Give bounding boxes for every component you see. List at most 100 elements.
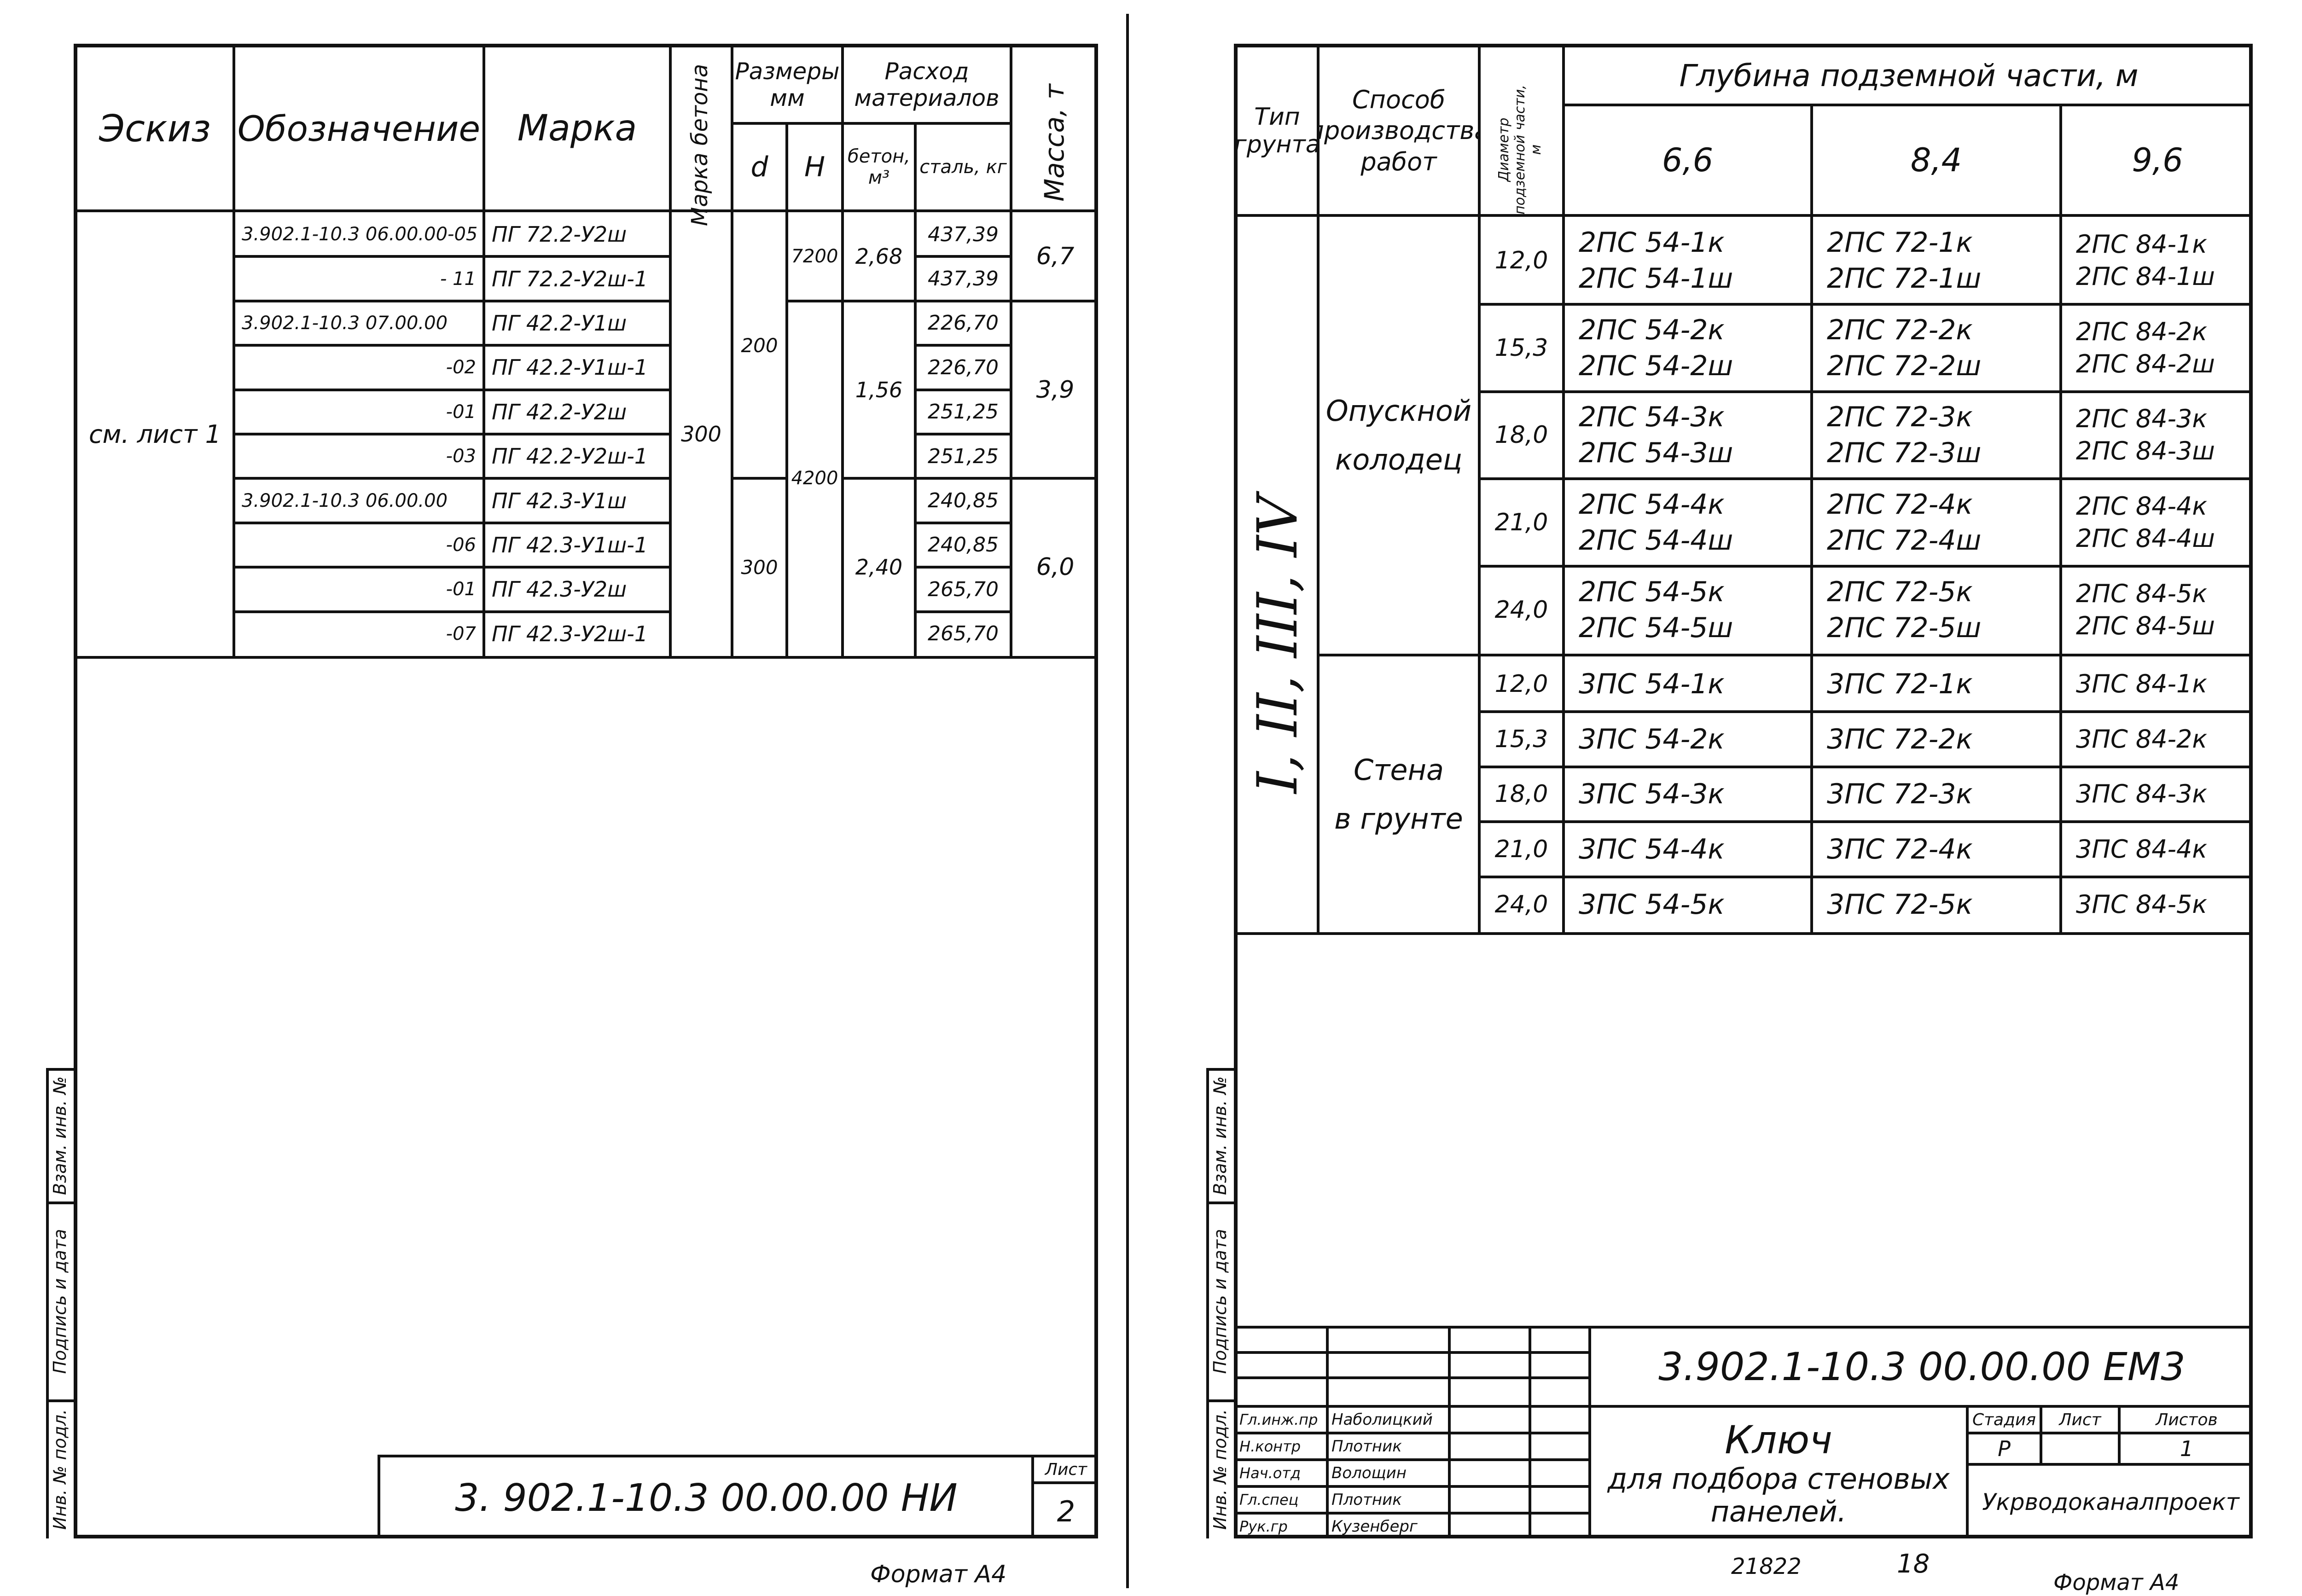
panel-mark-cell: 3ПС 72-3к <box>1813 767 2059 822</box>
method-slurry-wall: Стена в грунте <box>1320 656 1478 932</box>
panel-mark: 2ПС 84-1к <box>2076 229 2208 259</box>
panel-mark: 3ПС 54-5к <box>1579 888 1725 921</box>
panel-mark: 2ПС 72-5к <box>1827 576 1973 609</box>
panel-mark: 3ПС 72-5к <box>1827 888 1973 921</box>
concrete-volume-cell: 1,56 <box>855 377 903 402</box>
diameter-value: 24,0 <box>1494 596 1548 624</box>
left-side-label-inventory: Инв. № подл. <box>50 1409 70 1530</box>
mass-cell: 3,9 <box>1036 376 1075 404</box>
sheets-label: Листов <box>2156 1410 2218 1429</box>
drawing-title-line1: Ключ <box>1725 1417 1832 1463</box>
panel-mark-cell: 3ПС 84-3к <box>2062 767 2253 822</box>
panel-mark-cell: 3ПС 84-2к <box>2062 712 2253 767</box>
panel-mark: 2ПС 54-4ш <box>1579 524 1733 557</box>
panel-mark-cell: 3ПС 72-1к <box>1813 656 2059 712</box>
panel-mark: 3ПС 84-5к <box>2076 889 2208 919</box>
designation-cell: -03 <box>446 446 476 467</box>
mass-cell: 6,0 <box>1036 553 1075 581</box>
sketch-reference: см. лист 1 <box>88 419 221 449</box>
header-depth-9-6: 9,6 <box>2132 141 2183 179</box>
designation-cell: -07 <box>446 623 476 644</box>
panel-mark: 2ПС 72-2ш <box>1827 349 1982 382</box>
panel-mark-cell: 3ПС 84-5к <box>2062 877 2253 932</box>
steel-cell: 226,70 <box>928 355 999 379</box>
title-block-name: Плотник <box>1331 1437 1402 1456</box>
right-bottom-page: 18 <box>1897 1549 1930 1579</box>
mark-cell: ПГ 42.3-У2ш-1 <box>492 621 648 646</box>
drawing-title-line2: для подбора стеновых <box>1607 1462 1950 1496</box>
panel-mark: 2ПС 54-5ш <box>1579 612 1733 644</box>
designation-cell: -06 <box>446 534 476 556</box>
drawing-title: Ключ для подбора стеновых панелей. <box>1591 1408 1966 1538</box>
panel-mark: 3ПС 54-4к <box>1579 833 1725 866</box>
steel-cell: 240,85 <box>928 533 999 557</box>
panel-mark: 2ПС 84-5к <box>2076 579 2208 608</box>
header-sketch: Эскиз <box>99 107 211 150</box>
diameter-d-cell: 200 <box>741 334 778 357</box>
right-side-label-inventory: Инв. № подл. <box>1210 1409 1230 1530</box>
left-side-label-signature: Подпись и дата <box>50 1229 70 1374</box>
mark-cell: ПГ 42.3-У2ш <box>492 577 627 602</box>
diameter-value: 18,0 <box>1494 421 1548 449</box>
mass-cell: 6,7 <box>1036 243 1075 271</box>
title-block-name: Кузенберг <box>1331 1517 1418 1536</box>
right-format: Формат А4 <box>2053 1570 2180 1596</box>
panel-mark-cell: 3ПС 72-2к <box>1813 712 2059 767</box>
left-format: Формат А4 <box>870 1561 1007 1588</box>
steel-cell: 251,25 <box>928 400 999 424</box>
title-block-role: Гл.спец <box>1239 1491 1299 1509</box>
steel-cell: 265,70 <box>928 577 999 601</box>
diameter-value: 21,0 <box>1494 836 1548 864</box>
header-h: H <box>804 151 825 183</box>
diameter-value: 15,3 <box>1494 334 1548 362</box>
designation-cell: - 11 <box>440 268 476 290</box>
panel-mark: 2ПС 72-2к <box>1827 313 1973 346</box>
header-steel-kg: сталь, кг <box>919 157 1007 178</box>
panel-mark: 2ПС 54-5к <box>1579 576 1725 609</box>
steel-cell: 265,70 <box>928 622 999 646</box>
panel-mark: 2ПС 54-1к <box>1579 226 1725 259</box>
steel-cell: 251,25 <box>928 444 999 468</box>
panel-mark: 3ПС 84-4к <box>2076 835 2208 864</box>
designation-cell: 3.902.1-10.3 06.00.00-05 <box>242 224 478 245</box>
mark-cell: ПГ 42.3-У1ш <box>492 488 627 513</box>
panel-mark: 2ПС 84-4ш <box>2076 524 2215 553</box>
soil-type-values: I, II, III, IV <box>1245 495 1310 794</box>
diameter-value: 18,0 <box>1494 780 1548 808</box>
designation-cell: 3.902.1-10.3 07.00.00 <box>242 312 448 334</box>
header-mark: Марка <box>517 108 637 149</box>
method-caisson: Опускной колодец <box>1320 217 1478 654</box>
header-concrete-grade: Марка бетона <box>687 64 713 226</box>
panel-mark-cell: 3ПС 84-1к <box>2062 656 2253 712</box>
diameter-value: 12,0 <box>1494 246 1548 274</box>
header-depth: Глубина подземной части, м <box>1679 58 2139 93</box>
panel-mark: 3ПС 72-2к <box>1827 723 1973 755</box>
panel-mark: 2ПС 84-5ш <box>2076 611 2215 641</box>
drawing-title-line3: панелей. <box>1710 1495 1847 1529</box>
panel-mark: 2ПС 72-3к <box>1827 401 1973 434</box>
sheets-value: 1 <box>2180 1436 2194 1461</box>
sheet-label: Лист <box>2059 1410 2101 1429</box>
steel-cell: 437,39 <box>928 222 999 246</box>
panel-mark-cell: 3ПС 72-5к <box>1813 877 2059 932</box>
panel-mark: 2ПС 84-4к <box>2076 492 2208 521</box>
left-sheet-label: Лист <box>1045 1460 1087 1479</box>
panel-mark: 2ПС 72-4ш <box>1827 524 1982 557</box>
stage-label: Стадия <box>1972 1410 2036 1429</box>
mark-cell: ПГ 42.3-У1ш-1 <box>492 532 648 557</box>
panel-mark: 3ПС 72-1к <box>1827 667 1973 700</box>
mark-cell: ПГ 72.2-У2ш <box>492 222 627 247</box>
title-block-name: Плотник <box>1331 1491 1402 1509</box>
header-d: d <box>750 151 768 183</box>
designation-cell: -01 <box>446 579 476 600</box>
panel-mark: 3ПС 54-1к <box>1579 667 1725 700</box>
right-stamp-code: 3.902.1-10.3 00.00.00 ЕМ3 <box>1658 1344 2186 1389</box>
right-side-label-replaced: Взам. инв. № <box>1210 1076 1230 1196</box>
panel-mark: 2ПС 54-2к <box>1579 313 1725 346</box>
title-block-name: Волощин <box>1331 1464 1407 1482</box>
